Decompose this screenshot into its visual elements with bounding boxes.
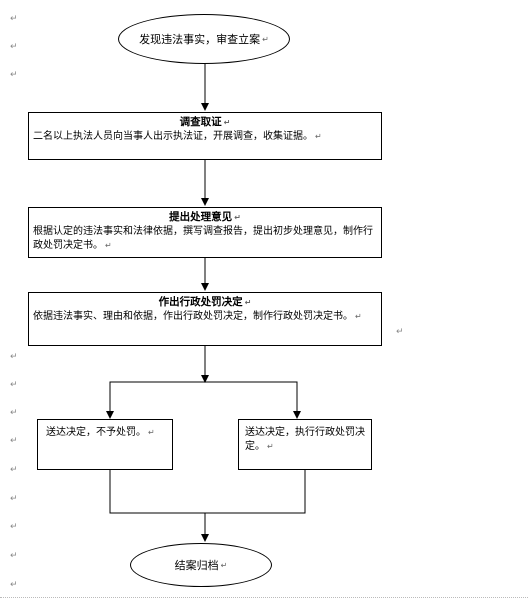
step-decision-body: 依据违法事实、理由和依据，作出行政处罚决定，制作行政处罚决定书。 bbox=[33, 311, 353, 322]
paragraph-mark: ↵ bbox=[10, 352, 18, 362]
merge-line bbox=[109, 470, 306, 514]
branch-execute-penalty-label: 送达决定，执行行政处罚决定。 bbox=[245, 427, 365, 452]
step-decision: 作出行政处罚决定↵ 依据违法事实、理由和依据，作出行政处罚决定，制作行政处罚决定… bbox=[28, 292, 382, 346]
paragraph-mark: ↵ bbox=[10, 408, 18, 418]
start-node-label: 发现违法事实，审查立案 bbox=[139, 33, 261, 46]
paragraph-mark: ↵ bbox=[355, 312, 362, 321]
step-investigate-title: 调查取证 bbox=[179, 116, 222, 128]
paragraph-mark: ↵ bbox=[10, 14, 18, 24]
step-opinion-body: 根据认定的违法事实和法律依据，撰写调查报告，提出初步处理意见，制作行政处罚决定书… bbox=[33, 226, 373, 251]
paragraph-mark: ↵ bbox=[220, 560, 228, 570]
paragraph-mark: ↵ bbox=[10, 42, 18, 52]
paragraph-mark: ↵ bbox=[267, 442, 274, 451]
split-line bbox=[109, 381, 298, 417]
paragraph-mark: ↵ bbox=[10, 551, 18, 561]
start-node: 发现违法事实，审查立案↵ bbox=[118, 14, 290, 64]
step-investigate-body: 二名以上执法人员向当事人出示执法证，开展调查，收集证据。 bbox=[33, 131, 313, 142]
paragraph-mark: ↵ bbox=[10, 494, 18, 504]
branch-no-penalty-label: 送达决定，不予处罚。 bbox=[46, 427, 146, 438]
paragraph-mark: ↵ bbox=[148, 428, 155, 437]
paragraph-mark: ↵ bbox=[10, 380, 18, 390]
paragraph-mark: ↵ bbox=[396, 327, 404, 337]
step-opinion-title: 提出处理意见 bbox=[169, 211, 233, 223]
branch-execute-penalty: 送达决定，执行行政处罚决定。↵ bbox=[238, 419, 372, 470]
paragraph-mark: ↵ bbox=[223, 118, 231, 127]
paragraph-mark: ↵ bbox=[315, 132, 322, 141]
paragraph-mark: ↵ bbox=[10, 70, 18, 80]
end-node-label: 结案归档 bbox=[174, 559, 219, 572]
step-decision-title: 作出行政处罚决定 bbox=[158, 296, 243, 308]
end-node: 结案归档↵ bbox=[130, 543, 272, 587]
paragraph-mark: ↵ bbox=[10, 522, 18, 532]
page-bottom-divider bbox=[0, 597, 528, 598]
paragraph-mark: ↵ bbox=[10, 436, 18, 446]
paragraph-mark: ↵ bbox=[244, 298, 252, 307]
paragraph-mark: ↵ bbox=[262, 34, 269, 44]
paragraph-mark: ↵ bbox=[105, 241, 112, 250]
paragraph-mark: ↵ bbox=[10, 465, 18, 475]
step-opinion: 提出处理意见↵ 根据认定的违法事实和法律依据，撰写调查报告，提出初步处理意见，制… bbox=[28, 207, 382, 258]
paragraph-mark: ↵ bbox=[10, 580, 18, 590]
step-investigate: 调查取证↵ 二名以上执法人员向当事人出示执法证，开展调查，收集证据。↵ bbox=[28, 112, 382, 160]
branch-no-penalty: 送达决定，不予处罚。↵ bbox=[37, 419, 173, 470]
paragraph-mark: ↵ bbox=[234, 213, 241, 222]
